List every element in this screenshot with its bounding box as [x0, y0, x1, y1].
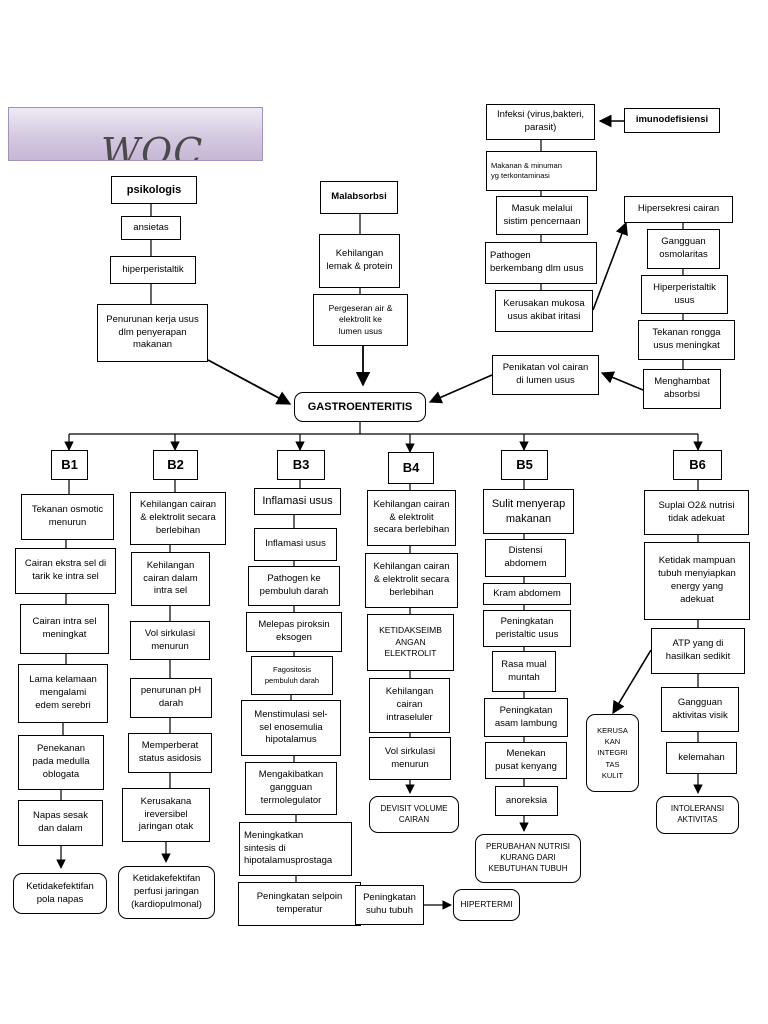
node-makanan-terkontaminasi: Makanan & minuman yg terkontaminasi: [486, 151, 597, 191]
node-pathogen-berkembang: Pathogen berkembang dlm usus: [485, 242, 597, 284]
b5-outcome: PERUBAHAN NUTRISI KURANG DARI KEBUTUHAN …: [475, 834, 581, 883]
b1-step-6: Napas sesak dan dalam: [18, 800, 103, 846]
b6-step-4: Gangguan aktivitas visik: [661, 687, 739, 732]
node-infeksi: Infeksi (virus,bakteri, parasit): [486, 104, 595, 140]
b2-step-6: Kerusakana ireversibel jaringan otak: [122, 788, 210, 842]
node-gangguan-osmolaritas: Gangguan osmolaritas: [647, 229, 720, 269]
b6-step-3: ATP yang di hasilkan sedikit: [651, 628, 745, 674]
b3-step-10: Peningkatan suhu tubuh: [355, 885, 424, 925]
b6-step-5: kelemahan: [666, 742, 737, 774]
b5-step-5: Rasa mual muntah: [492, 651, 556, 692]
node-ansietas: ansietas: [121, 216, 181, 240]
b3-step-6: Menstimulasi sel- sel enosemulia hipotal…: [241, 700, 341, 756]
b4-outcome: DEVISIT VOLUME CAIRAN: [369, 796, 459, 833]
b3-step-8: Meningkatkan sintesis di hipotalamuspros…: [239, 822, 352, 876]
label-b6: B6: [673, 450, 722, 480]
b3-step-1: Inflamasi usus: [254, 488, 341, 515]
node-tekanan-rongga: Tekanan rongga usus meningkat: [638, 320, 735, 360]
b2-step-4: penurunan pH darah: [130, 678, 212, 718]
node-hipersekresi: Hipersekresi cairan: [624, 196, 733, 223]
b4-step-4: Kehilangan cairan intraseluler: [369, 678, 450, 733]
b3-step-7: Mengakibatkan gangguan termolegulator: [245, 762, 337, 815]
b2-step-2: Kehilangan cairan dalam intra sel: [131, 552, 210, 606]
node-imunodefisiensi: imunodefisiensi: [624, 108, 720, 133]
b5-step-7: Menekan pusat kenyang: [485, 742, 567, 779]
node-malabsorbsi: Malabsorbsi: [320, 181, 398, 214]
label-b5: B5: [501, 450, 548, 480]
label-b4: B4: [388, 452, 434, 484]
b1-step-1: Tekanan osmotic menurun: [21, 494, 114, 540]
node-pergeseran-air: Pergeseran air & elektrolit ke lumen usu…: [313, 294, 408, 346]
b4-step-1: Kehilangan cairan & elektrolit secara be…: [367, 490, 456, 546]
node-masuk-pencernaan: Masuk melalui sistim pencernaan: [496, 196, 588, 235]
node-hiperperistaltik-right: Hiperperistaltik usus: [641, 275, 728, 314]
b3-step-4: Melepas piroksin eksogen: [246, 612, 342, 652]
b3-step-5: Fagositosis pembuluh darah: [251, 656, 333, 695]
b5-step-1: Sulit menyerap makanan: [483, 489, 574, 534]
b3-step-9: Peningkatan selpoin temperatur: [238, 882, 361, 926]
b2-step-5: Memperberat status asidosis: [128, 733, 212, 773]
node-peningkatan-vol-cairan: Penikatan vol cairan di lumen usus: [492, 355, 599, 395]
b5-step-4: Peningkatan peristaltic usus: [483, 610, 571, 647]
node-psikologis: psikologis: [111, 176, 197, 204]
b1-step-4: Lama kelamaan mengalami edem serebri: [18, 664, 108, 723]
label-b1: B1: [51, 450, 88, 480]
b1-step-3: Cairan intra sel meningkat: [20, 604, 109, 654]
node-penurunan-kerja-usus: Penurunan kerja usus dlm penyerapan maka…: [97, 304, 208, 362]
b4-step-3: KETIDAKSEIMB ANGAN ELEKTROLIT: [367, 614, 454, 671]
b2-outcome: Ketidakefektifan perfusi jaringan (kardi…: [118, 866, 215, 919]
b5-step-3: Kram abdomem: [483, 583, 571, 605]
node-gastroenteritis: GASTROENTERITIS: [294, 392, 426, 422]
node-kehilangan-lemak: Kehilangan lemak & protein: [319, 234, 400, 288]
node-kerusakan-mukosa: Kerusakan mukosa usus akibat iritasi: [495, 290, 593, 332]
title-banner: WOC: [8, 107, 263, 161]
b6-side-outcome: KERUSA KAN INTEGRI TAS KULIT: [586, 714, 639, 792]
b5-step-8: anoreksia: [495, 786, 558, 816]
label-b2: B2: [153, 450, 198, 480]
b4-step-2: Kehilangan cairan & elektrolit secara be…: [365, 553, 458, 608]
title: WOC: [101, 130, 204, 161]
b2-step-3: Vol sirkulasi menurun: [130, 621, 210, 660]
b1-step-2: Cairan ekstra sel di tarik ke intra sel: [15, 548, 116, 594]
b3-step-2: Inflamasi usus: [254, 528, 337, 561]
b4-step-5: Vol sirkulasi menurun: [369, 737, 451, 780]
b3-step-3: Pathogen ke pembuluh darah: [248, 566, 340, 606]
b2-step-1: Kehilangan cairan & elektrolit secara be…: [130, 492, 226, 545]
b3-outcome: HIPERTERMI: [453, 889, 520, 921]
node-menghambat-absorbsi: Menghambat absorbsi: [643, 369, 721, 409]
b1-step-5: Penekanan pada medulla oblogata: [18, 735, 104, 790]
b5-step-6: Peningkatan asam lambung: [484, 698, 568, 737]
b6-step-1: Suplai O2& nutrisi tidak adekuat: [644, 490, 749, 535]
b6-outcome: INTOLERANSI AKTIVITAS: [656, 796, 739, 834]
b6-step-2: Ketidak mampuan tubuh menyiapkan energy …: [644, 542, 750, 620]
node-hiperperistaltik-left: hiperperistaltik: [110, 256, 196, 284]
b1-outcome: Ketidakefektifan pola napas: [13, 873, 107, 914]
label-b3: B3: [277, 450, 325, 480]
b5-step-2: Distensi abdomem: [485, 539, 566, 577]
